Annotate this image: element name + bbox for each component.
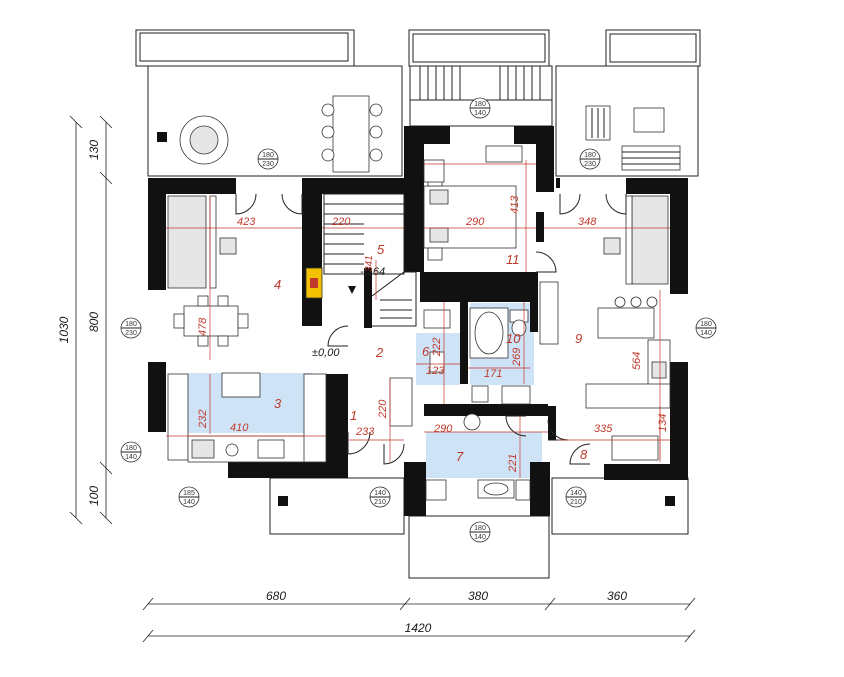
opening-marker: 180 140 (695, 317, 717, 339)
internal-dimension-texts: 423 220 290 348 413 478 341 232 410 220 … (197, 195, 669, 473)
opening-marker: 180 230 (257, 148, 279, 170)
dim-410: 410 (230, 422, 249, 434)
room-5-label: 5 (377, 242, 385, 257)
room-9-label: 9 (575, 331, 582, 346)
opening-marker: 140 210 (369, 486, 391, 508)
dim-left-800: 800 (87, 312, 101, 332)
dim-220-hall: 220 (377, 399, 389, 419)
room-8-label: 8 (580, 447, 588, 462)
svg-text:140: 140 (474, 110, 486, 117)
opening-marker: 180 230 (120, 317, 142, 339)
level-stair-label: -0,64 (360, 266, 385, 278)
svg-text:180: 180 (474, 101, 486, 108)
dim-564: 564 (631, 352, 643, 370)
dim-290-bedroom: 290 (465, 216, 485, 228)
opening-marker: 180 230 (579, 148, 601, 170)
dim-220-stair: 220 (331, 216, 351, 228)
room-11-label: 11 (506, 252, 520, 267)
svg-text:140: 140 (183, 499, 195, 506)
dim-134: 134 (657, 414, 669, 432)
dim-left-100: 100 (87, 486, 101, 506)
svg-text:210: 210 (374, 499, 386, 506)
svg-text:140: 140 (374, 490, 386, 497)
svg-text:230: 230 (584, 161, 596, 168)
opening-marker: 140 210 (565, 486, 587, 508)
dim-171: 171 (484, 368, 502, 380)
dim-269: 269 (511, 348, 523, 367)
dim-290-entry: 290 (433, 423, 453, 435)
dim-335: 335 (594, 423, 613, 435)
svg-text:230: 230 (125, 330, 137, 337)
dim-221: 221 (507, 454, 519, 473)
dim-bottom-380: 380 (468, 589, 488, 603)
dim-222: 222 (431, 338, 443, 357)
dim-left-130: 130 (87, 140, 101, 160)
doors (235, 193, 627, 465)
room-1-label: 1 (350, 408, 357, 423)
level-ground-label: ±0,00 (312, 347, 340, 359)
svg-text:180: 180 (262, 152, 274, 159)
room-10-label: 10 (506, 331, 521, 346)
svg-text:210: 210 (570, 499, 582, 506)
staircase (323, 193, 417, 327)
dim-left-total: 1030 (57, 316, 71, 343)
opening-marker: 180 140 (120, 441, 142, 463)
svg-text:140: 140 (125, 454, 137, 461)
dim-233: 233 (355, 426, 375, 438)
dim-bottom-680: 680 (266, 589, 286, 603)
terrace-furniture (179, 95, 681, 173)
svg-text:140: 140 (700, 330, 712, 337)
room-3-label: 3 (274, 396, 282, 411)
balcony-railing (410, 66, 552, 101)
opening-marker: 185 140 (178, 486, 200, 508)
dim-123: 123 (426, 365, 445, 377)
svg-text:180: 180 (125, 445, 137, 452)
outer-dimensions: 1030 800 130 100 680 380 360 1420 (57, 115, 696, 643)
svg-text:140: 140 (474, 534, 486, 541)
svg-text:180: 180 (584, 152, 596, 159)
room-4-label: 4 (274, 277, 281, 292)
svg-text:180: 180 (700, 321, 712, 328)
room-7-label: 7 (456, 449, 464, 464)
dim-413: 413 (509, 195, 521, 214)
room-6-label: 6 (422, 344, 430, 359)
svg-text:140: 140 (570, 490, 582, 497)
dim-348: 348 (578, 216, 597, 228)
internal-dimension-lines (166, 160, 670, 478)
dim-478: 478 (197, 317, 209, 336)
dim-423: 423 (237, 216, 256, 228)
opening-marker: 180 140 (469, 97, 491, 119)
interior-furniture (167, 145, 671, 501)
svg-text:185: 185 (183, 490, 195, 497)
svg-text:180: 180 (125, 321, 137, 328)
svg-text:230: 230 (262, 161, 274, 168)
dim-341: 341 (364, 255, 375, 272)
dim-bottom-total: 1420 (405, 621, 432, 635)
dim-232: 232 (197, 410, 209, 429)
opening-marker: 180 140 (469, 521, 491, 543)
dim-bottom-360: 360 (607, 589, 627, 603)
room-2-label: 2 (375, 345, 384, 360)
opening-markers: 180 230 180 140 180 230 180 230 180 140 … (120, 97, 717, 543)
svg-text:180: 180 (474, 525, 486, 532)
room-labels: 1 2 3 4 5 6 7 8 9 10 11 ±0,00 -0,64 (274, 242, 588, 464)
